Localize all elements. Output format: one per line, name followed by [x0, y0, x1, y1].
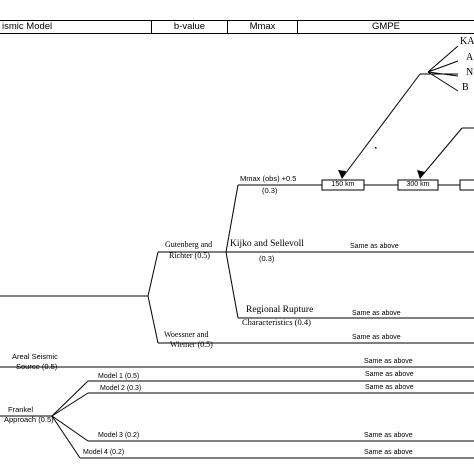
ww-weight: Wiemer (0.5)	[170, 340, 213, 349]
frankel-branch-3	[51, 415, 89, 442]
model-1-label: Model 1 (0.5)	[98, 373, 140, 380]
arrowhead-300km	[417, 170, 425, 179]
same-as-above-ww: Same as above	[352, 334, 401, 341]
fan-3	[427, 71, 459, 77]
gr-weight: Richter (0.5)	[169, 251, 210, 260]
header-gmpe: GMPE	[372, 21, 400, 32]
model-2-label: Model 2 (0.3)	[100, 385, 142, 392]
model-3-label: Model 3 (0.2)	[98, 432, 140, 439]
branch-to-regional	[225, 251, 239, 319]
branch-to-ww	[147, 295, 159, 344]
frankel-branch-1	[51, 392, 89, 417]
distance-box-300km	[397, 179, 439, 191]
areal-weight: Source (0.5)	[16, 362, 58, 371]
same-as-above-top: Same as above	[365, 371, 414, 378]
kijko-weight: (0.3)	[259, 254, 275, 263]
arrow-to-300km	[419, 127, 463, 179]
gr-label: Gutenberg and	[165, 240, 213, 249]
arrowhead-150km	[338, 170, 346, 179]
fan-2	[427, 60, 459, 73]
same-as-above-areal: Same as above	[364, 358, 413, 365]
frankel-branch-top	[51, 380, 89, 417]
mmax-obs-label: Mmax (obs) +0.5	[240, 174, 297, 183]
frankel-label: Frankel	[8, 405, 34, 414]
branch-to-mmax-obs	[225, 184, 239, 253]
branch-to-gr	[147, 251, 159, 297]
same-as-above-model-4: Same as above	[364, 449, 413, 456]
gmpe-label-2: A	[466, 52, 474, 63]
gmpe-label-3: N	[466, 67, 474, 78]
header-row	[0, 20, 474, 34]
same-as-above-regional: Same as above	[352, 310, 401, 317]
same-as-above-model-2: Same as above	[365, 384, 414, 391]
frankel-weight: Approach (0.5)	[4, 415, 54, 424]
dot-mark	[375, 147, 377, 149]
model-4-label: Model 4 (0.2)	[83, 449, 125, 456]
header-seismic-model: ismic Model	[0, 20, 152, 34]
gmpe-label-area	[458, 36, 474, 96]
fan-4	[427, 71, 459, 92]
gmpe-label-1: KA	[460, 36, 474, 47]
fan-1	[427, 45, 459, 73]
tree-lines	[0, 45, 474, 459]
distance-box-partial	[459, 179, 474, 191]
gmpe-label-4: B	[462, 82, 469, 93]
distance-box-150km	[321, 179, 365, 191]
ww-label: Woessner and	[164, 330, 209, 339]
header-mmax: Mmax	[228, 20, 298, 34]
same-as-above-kijko: Same as above	[350, 243, 399, 250]
distance-label-300km: 300 km	[406, 181, 430, 188]
areal-label: Areal Seismic	[12, 352, 58, 361]
header-b-value: b-value	[152, 20, 228, 34]
distance-label-150km: 150 km	[331, 181, 355, 188]
mmax-obs-weight: (0.3)	[262, 186, 278, 195]
same-as-above-model-3: Same as above	[364, 432, 413, 439]
regional-weight: Characteristics (0.4)	[242, 317, 311, 327]
kijko-label: Kijko and Sellevoll	[230, 239, 304, 249]
frankel-branch-4	[51, 415, 81, 459]
arrow-to-150km	[341, 73, 421, 179]
regional-label: Regional Rupture	[246, 305, 314, 315]
